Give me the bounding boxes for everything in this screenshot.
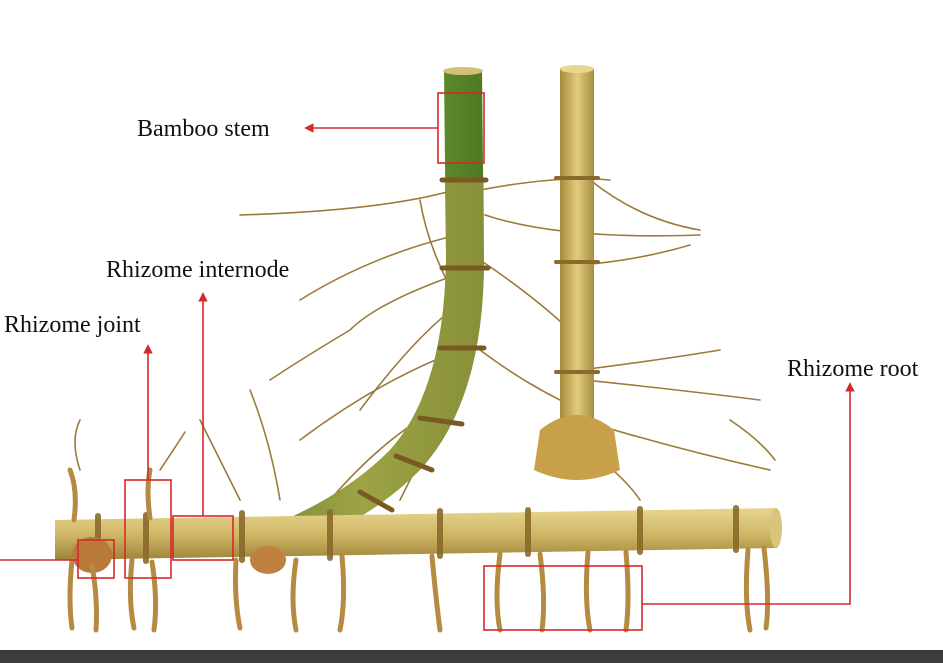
bamboo-stem-left [260, 67, 491, 545]
rhizome-roots [67, 467, 771, 633]
bamboo-stem-label: Bamboo stem [137, 116, 270, 142]
rhizome-root-box [483, 565, 643, 631]
rhizome-joint-label: Rhizome joint [4, 312, 141, 338]
rhizome-root-arrow [642, 382, 855, 605]
bottom-bar [0, 650, 943, 663]
annotations [0, 92, 855, 631]
rhizome-root-label: Rhizome root [787, 356, 919, 382]
rhizome [55, 505, 782, 574]
left-joint-box [77, 539, 115, 579]
rhizome-internode-label: Rhizome internode [106, 257, 290, 283]
bamboo-stem-right [534, 65, 620, 480]
